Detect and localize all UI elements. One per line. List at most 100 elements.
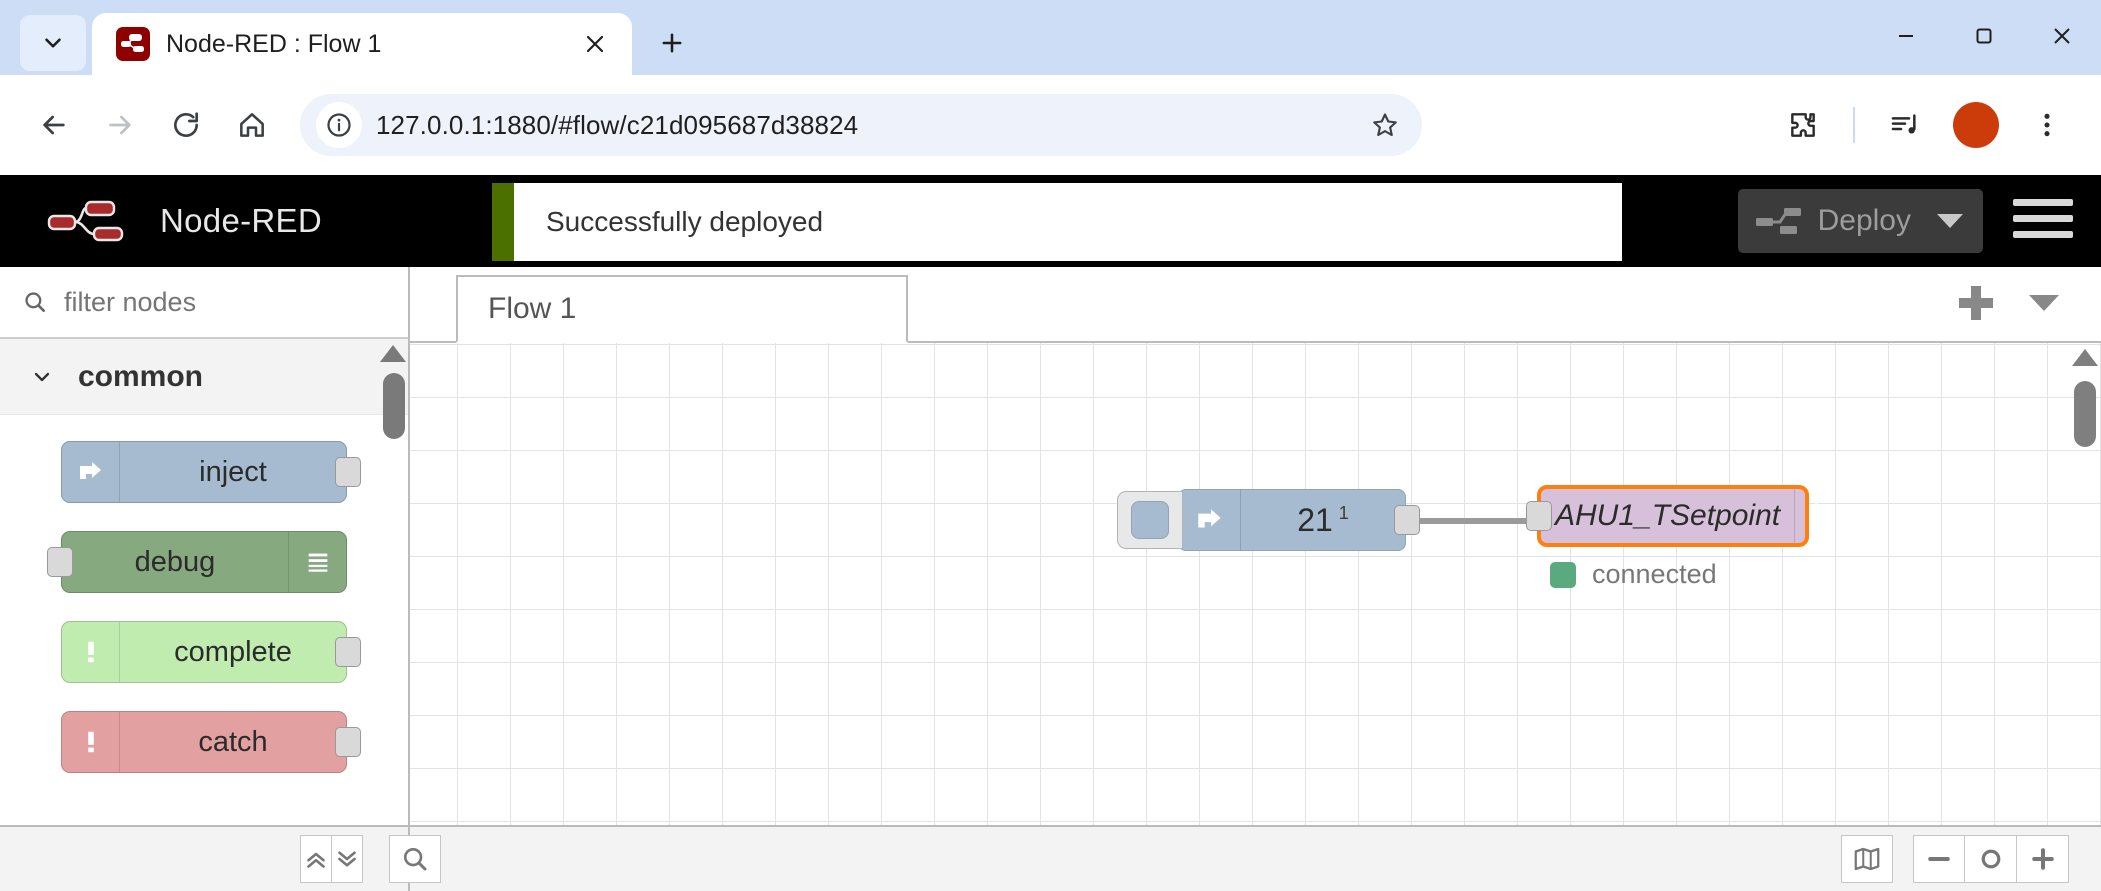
inject-arrow-icon	[1179, 490, 1241, 550]
inject-value: 21	[1297, 501, 1333, 538]
canvas-node-link-out[interactable]: AHU1_TSetpoint	[1526, 485, 1835, 547]
zoom-controls	[1913, 835, 2069, 883]
scroll-up-arrow-icon[interactable]	[2072, 349, 2098, 366]
tab-close-button[interactable]	[576, 25, 614, 63]
chevron-down-icon	[34, 372, 50, 381]
deploy-label: Deploy	[1817, 204, 1911, 237]
zoom-out-button[interactable]	[1913, 835, 1965, 883]
collapse-all-button[interactable]	[300, 835, 332, 883]
node-red-brand-text: Node-RED	[160, 202, 322, 239]
extensions-button[interactable]	[1773, 95, 1833, 155]
scroll-up-arrow-icon[interactable]	[380, 345, 406, 362]
footer-zoom-actions	[1841, 835, 2101, 883]
forward-button[interactable]	[90, 95, 150, 155]
output-port[interactable]	[335, 637, 361, 667]
toolbar-right-actions	[1773, 95, 2077, 155]
category-label: common	[78, 359, 204, 393]
expand-all-button[interactable]	[332, 835, 363, 883]
palette-scrollbar[interactable]	[380, 343, 406, 887]
caret-down-icon[interactable]	[1937, 214, 1963, 228]
output-port[interactable]	[1394, 505, 1420, 535]
main-menu-button[interactable]	[2013, 199, 2073, 247]
three-dot-menu-icon	[2044, 113, 2050, 137]
chevron-double-down-icon	[338, 851, 356, 867]
deploy-notification: Successfully deployed	[492, 183, 1622, 261]
close-icon	[2054, 28, 2070, 44]
deploy-button[interactable]: Deploy	[1737, 189, 1983, 253]
back-button[interactable]	[24, 95, 84, 155]
palette-category-common[interactable]: common	[0, 339, 408, 415]
maximize-icon	[1976, 28, 1992, 44]
inject-superscript: 1	[1338, 502, 1349, 523]
flow-menu-button[interactable]	[2029, 295, 2059, 311]
flow-tab-actions	[1959, 265, 2101, 341]
browser-tab[interactable]: Node-RED : Flow 1	[92, 13, 632, 75]
palette-node-list: inject debug	[0, 415, 408, 773]
inject-arrow-icon	[62, 442, 120, 502]
output-port[interactable]	[335, 727, 361, 757]
input-port[interactable]	[1526, 501, 1552, 531]
maximize-window-button[interactable]	[1945, 0, 2023, 72]
exclamation-icon	[62, 712, 120, 772]
media-control-icon	[1891, 114, 1916, 134]
node-red-body: common inject debug	[0, 267, 2101, 891]
address-bar[interactable]: 127.0.0.1:1880/#flow/c21d095687d38824	[300, 94, 1422, 156]
zoom-in-button[interactable]	[2017, 835, 2069, 883]
broadcast-icon	[1794, 489, 1850, 543]
canvas-vertical-scrollbar[interactable]	[2072, 349, 2098, 855]
inject-trigger-button[interactable]	[1117, 491, 1183, 549]
reload-button[interactable]	[156, 95, 216, 155]
profile-avatar[interactable]	[1953, 102, 1999, 148]
input-port[interactable]	[47, 547, 73, 577]
status-indicator-dot	[1550, 561, 1576, 588]
toolbar-divider	[1853, 107, 1855, 143]
hamburger-menu-icon	[2013, 199, 2073, 206]
output-port[interactable]	[335, 457, 361, 487]
browser-menu-button[interactable]	[2017, 95, 2077, 155]
close-window-button[interactable]	[2023, 0, 2101, 72]
flow-tab-flow-1[interactable]: Flow 1	[456, 275, 908, 343]
reload-icon	[174, 112, 198, 137]
node-red-header: Node-RED Successfully deployed Deploy	[0, 175, 2101, 267]
chevron-double-up-icon	[307, 852, 325, 868]
palette-node-catch[interactable]: catch	[61, 711, 361, 773]
debug-lines-icon	[288, 532, 346, 592]
tab-strip: Node-RED : Flow 1	[0, 0, 2101, 75]
site-info-button[interactable]	[316, 102, 362, 148]
caret-down-icon	[2029, 295, 2059, 311]
flow-wire[interactable]	[1408, 518, 1538, 524]
scrollbar-thumb[interactable]	[2074, 381, 2096, 447]
palette-node-complete[interactable]: complete	[61, 621, 361, 683]
search-icon	[403, 847, 427, 871]
filter-nodes-input[interactable]	[64, 286, 386, 318]
scrollbar-thumb[interactable]	[383, 373, 405, 439]
palette-search-row[interactable]	[0, 267, 408, 339]
palette-node-label: complete	[174, 635, 292, 668]
bookmark-button[interactable]	[1358, 98, 1412, 152]
tab-search-dropdown-button[interactable]	[20, 15, 86, 71]
star-icon	[1373, 113, 1397, 137]
home-button[interactable]	[222, 95, 282, 155]
zoom-reset-button[interactable]	[1965, 835, 2017, 883]
footer-palette-actions	[0, 826, 441, 891]
info-circle-icon	[327, 113, 351, 137]
navigator-button[interactable]	[1841, 835, 1893, 883]
new-tab-button[interactable]	[644, 15, 700, 71]
minimize-window-button[interactable]	[1867, 0, 1945, 72]
home-icon	[240, 113, 264, 137]
search-flows-button[interactable]	[389, 835, 441, 883]
circle-icon	[1981, 849, 2000, 869]
palette-node-debug[interactable]: debug	[47, 531, 347, 593]
add-flow-button[interactable]	[1959, 286, 1993, 320]
puzzle-icon	[1791, 113, 1815, 137]
forward-arrow-icon	[109, 115, 131, 135]
palette-node-inject[interactable]: inject	[61, 441, 361, 503]
media-control-button[interactable]	[1875, 95, 1935, 155]
tab-title: Node-RED : Flow 1	[166, 29, 382, 58]
node-red-logo-icon	[47, 200, 124, 242]
